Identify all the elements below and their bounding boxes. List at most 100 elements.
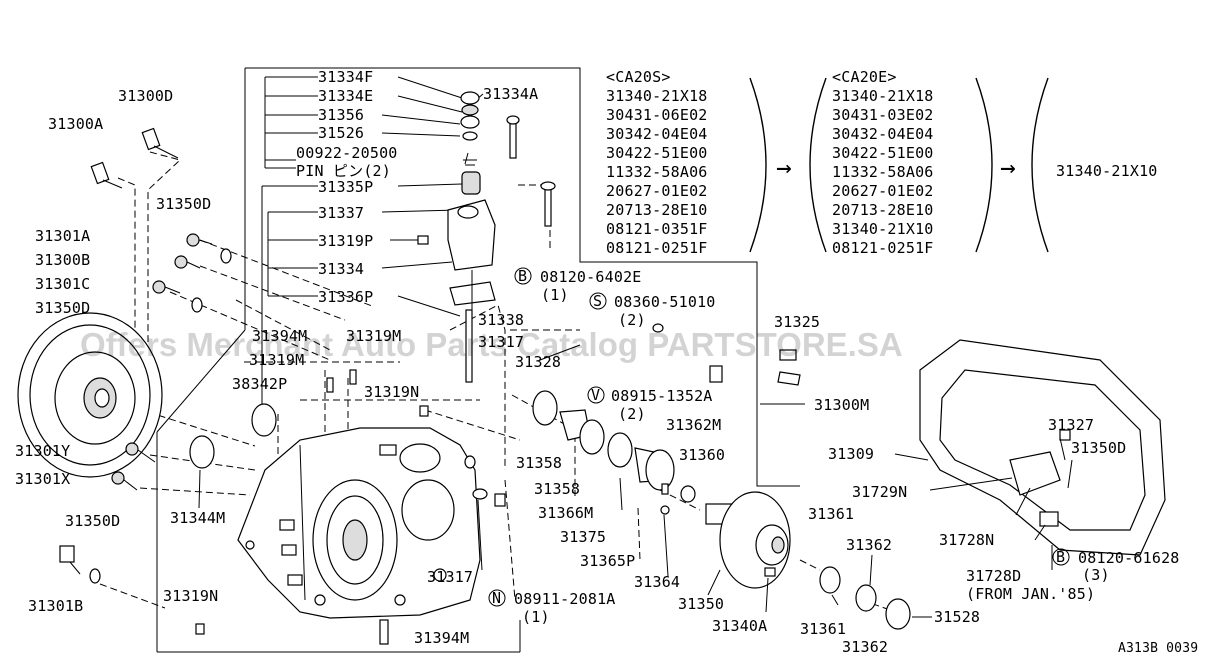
assembly-dashed-lines xyxy=(99,151,1061,611)
label-31334F: 31334F xyxy=(318,68,373,86)
label-31337: 31337 xyxy=(318,204,364,222)
label-31319N-bot: 31319N xyxy=(163,587,218,605)
label-31335P: 31335P xyxy=(318,178,373,196)
label-31729N: 31729N xyxy=(852,483,907,501)
label-31301Y: 31301Y xyxy=(15,442,70,460)
table-ca20e-header: <CA20E> xyxy=(832,68,897,86)
label-31360: 31360 xyxy=(679,446,725,464)
label-31394M-bot: 31394M xyxy=(414,629,469,647)
label-pin: PIN ピン(2) xyxy=(296,162,391,180)
label-n-qty: (1) xyxy=(522,608,550,626)
label-b2-code: 08120-61628 xyxy=(1078,549,1180,567)
label-31300B: 31300B xyxy=(35,251,90,269)
label-31328: 31328 xyxy=(515,353,561,371)
label-31361-a: 31361 xyxy=(808,505,854,523)
label-31317-bot: 31317 xyxy=(427,568,473,586)
valve-stack xyxy=(417,91,556,383)
label-31350D-top: 31350D xyxy=(156,195,211,213)
table-ca20s-row: 11332-58A06 xyxy=(606,163,708,181)
label-s-qty: (2) xyxy=(618,311,646,329)
label-31358-b: 31358 xyxy=(534,480,580,498)
label-b2-qty: (3) xyxy=(1082,566,1110,584)
label-31362M: 31362M xyxy=(666,416,721,434)
label-31362-b: 31362 xyxy=(842,638,888,656)
table-ca20e-row: 30431-03E02 xyxy=(832,106,934,124)
label-31728N: 31728N xyxy=(939,531,994,549)
table-ca20e-row: 20627-01E02 xyxy=(832,182,934,200)
label-31340A: 31340A xyxy=(712,617,767,635)
label-31350D-left: 31350D xyxy=(35,299,90,317)
table-brackets xyxy=(749,77,1049,253)
circle-letter-s: S xyxy=(593,292,602,310)
label-31350D-right: 31350D xyxy=(1071,439,1126,457)
label-31334E: 31334E xyxy=(318,87,373,105)
label-v-code: 08915-1352A xyxy=(611,387,713,405)
table-ca20s-row: 08121-0351F xyxy=(606,220,708,238)
label-b-code: 08120-6402E xyxy=(540,268,642,286)
label-31358-a: 31358 xyxy=(516,454,562,472)
label-v-qty: (2) xyxy=(618,405,646,423)
label-31350D-low: 31350D xyxy=(65,512,120,530)
label-31364: 31364 xyxy=(634,573,680,591)
label-from-jan-85: (FROM JAN.'85) xyxy=(966,585,1095,603)
table-ca20s-row: 31340-21X18 xyxy=(606,87,708,105)
torque-converter xyxy=(17,312,163,478)
label-31317-top: 31317 xyxy=(478,333,524,351)
label-31327: 31327 xyxy=(1048,416,1094,434)
label-31301B: 31301B xyxy=(28,597,83,615)
left-side-bolts xyxy=(59,127,506,645)
label-b-qty: (1) xyxy=(541,286,569,304)
label-31365P: 31365P xyxy=(580,552,635,570)
label-n-code: 08911-2081A xyxy=(514,590,616,608)
label-31319M-b: 31319M xyxy=(249,351,304,369)
label-31336P: 31336P xyxy=(318,288,373,306)
circle-letter-n: N xyxy=(492,589,501,607)
label-31526: 31526 xyxy=(318,124,364,142)
table-ca20s-row: 20627-01E02 xyxy=(606,182,708,200)
table-ca20e-row: 30422-51E00 xyxy=(832,144,934,162)
table-ca20s-row: 30342-04E04 xyxy=(606,125,708,143)
frame-lines xyxy=(156,67,800,653)
label-31362-a: 31362 xyxy=(846,536,892,554)
circle-letter-v: V xyxy=(591,386,600,404)
watermark-text: Offers Merchant Auto Parts Catalog PARTS… xyxy=(80,326,903,363)
side-cover-gasket xyxy=(919,339,1166,556)
circle-markers xyxy=(488,267,1070,607)
table-ca20e-row: 31340-21X10 xyxy=(832,220,934,238)
label-31300M: 31300M xyxy=(814,396,869,414)
transaxle-case xyxy=(237,427,481,619)
label-31361-b: 31361 xyxy=(800,620,846,638)
circle-letter-b2: B xyxy=(1056,548,1065,566)
label-31366M: 31366M xyxy=(538,504,593,522)
arrow-ca20e-to-final: → xyxy=(1000,153,1016,183)
label-38342P: 38342P xyxy=(232,375,287,393)
table-ca20e-row: 20713-28E10 xyxy=(832,201,934,219)
final-part-number: 31340-21X10 xyxy=(1056,162,1158,180)
label-31394M-top: 31394M xyxy=(252,327,307,345)
table-ca20s-row: 30431-06E02 xyxy=(606,106,708,124)
table-ca20s-row: 08121-0251F xyxy=(606,239,708,257)
label-31375: 31375 xyxy=(560,528,606,546)
table-ca20s-row: 20713-28E10 xyxy=(606,201,708,219)
label-31319N-top: 31319N xyxy=(364,383,419,401)
arrow-ca20s-to-ca20e: → xyxy=(776,153,792,183)
table-ca20e-row: 08121-0251F xyxy=(832,239,934,257)
label-31334: 31334 xyxy=(318,260,364,278)
oil-pump-group xyxy=(532,323,911,630)
callout-leaders xyxy=(198,344,1073,618)
figure-code: A313B 0039 xyxy=(1118,641,1198,656)
table-ca20e-row: 31340-21X18 xyxy=(832,87,934,105)
table-ca20e-row: 11332-58A06 xyxy=(832,163,934,181)
label-31356: 31356 xyxy=(318,106,364,124)
table-ca20s-header: <CA20S> xyxy=(606,68,671,86)
table-ca20e-row: 30432-04E04 xyxy=(832,125,934,143)
label-31309: 31309 xyxy=(828,445,874,463)
callout-labels: 31300D 31300A 31350D 31301A 31300B 31301… xyxy=(15,68,1198,656)
label-31334A: 31334A xyxy=(483,85,538,103)
label-31301X: 31301X xyxy=(15,470,70,488)
label-31528: 31528 xyxy=(934,608,980,626)
label-31344M: 31344M xyxy=(170,509,225,527)
label-31325: 31325 xyxy=(774,313,820,331)
